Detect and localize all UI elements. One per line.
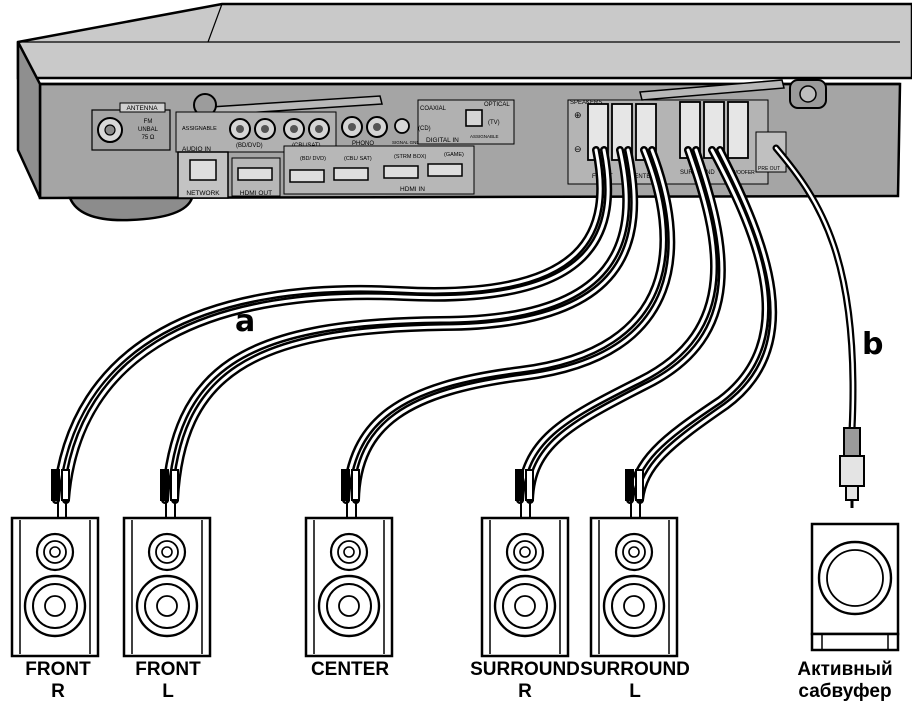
rca-jacks xyxy=(229,114,451,140)
svg-text:⊕: ⊕ xyxy=(574,110,582,120)
center-speaker xyxy=(304,516,394,658)
cable-tips xyxy=(51,469,644,518)
subwoofer xyxy=(810,522,900,652)
antenna-label: ANTENNA xyxy=(126,105,158,112)
front-l-caption-line1: FRONT xyxy=(135,659,201,680)
front-r-speaker xyxy=(10,516,100,658)
front-l-speaker xyxy=(122,516,212,658)
surround-l-caption: SURROUND L xyxy=(572,659,698,703)
cd-label: (CD) xyxy=(418,126,431,132)
speaker-terminals xyxy=(587,101,749,161)
subwoofer-caption-line1: Активный xyxy=(797,659,893,680)
subwoofer-caption: Активный сабвуфер xyxy=(780,659,910,703)
front-l-caption: FRONT L xyxy=(118,659,218,703)
speaker-cables xyxy=(52,144,857,504)
ohm-label: 75 Ω xyxy=(142,135,155,141)
digital-in-label: DIGITAL IN xyxy=(426,137,459,144)
assignable2-label: ASSIGNABLE xyxy=(470,134,499,139)
assignable-label: ASSIGNABLE xyxy=(182,126,217,132)
cable-b-label: b xyxy=(862,327,884,362)
phono-label: PHONO xyxy=(352,141,374,147)
fm-label: FM xyxy=(144,119,153,125)
av-receiver: ANTENNA FM UNBAL 75 Ω ASSIGNABLE AUDIO I… xyxy=(16,2,912,222)
signal-gnd-label: SIGNAL GND xyxy=(392,140,420,145)
audio-in-label: AUDIO IN xyxy=(182,146,211,153)
surround-r-caption-line2: R xyxy=(518,681,532,702)
front-r-caption-line1: FRONT xyxy=(25,659,91,680)
hdmi-in-label: HDMI IN xyxy=(400,186,425,193)
bd-dvd-label: (BD/DVD) xyxy=(236,143,263,149)
unbal-label: UNBAL xyxy=(138,127,159,133)
surround-l-caption-line2: L xyxy=(629,681,641,702)
pre-out-label: PRE OUT xyxy=(758,166,780,172)
subwoofer-caption-line2: сабвуфер xyxy=(798,681,892,702)
front-r-caption: FRONT R xyxy=(8,659,108,703)
surround-r-speaker xyxy=(480,516,570,658)
surround-r-caption-line1: SURROUND xyxy=(470,659,580,680)
front-r-caption-line2: R xyxy=(51,681,65,702)
center-term-label: CENTER xyxy=(630,174,655,180)
network-label: NETWORK xyxy=(186,190,220,197)
surround-l-caption-line1: SURROUND xyxy=(580,659,690,680)
optical-label: OPTICAL xyxy=(484,102,510,108)
rca-plug xyxy=(839,427,865,508)
subwoofer-term-label: SUBWOOFER xyxy=(722,170,755,176)
hdmi-in1-label: (BD/ DVD) xyxy=(300,156,326,162)
front-l-caption-line2: L xyxy=(162,681,174,702)
hdmi-in2-label: (CBL/ SAT) xyxy=(344,156,372,162)
center-caption: CENTER xyxy=(310,659,390,680)
svg-text:⊖: ⊖ xyxy=(574,144,582,154)
surround-l-speaker xyxy=(589,516,679,658)
hdmi-out-label: HDMI OUT xyxy=(240,190,272,197)
hdmi-in4-label: (GAME) xyxy=(444,152,464,158)
speakers-label: SPEAKERS xyxy=(570,100,602,106)
hdmi-in3-label: (STRM BOX) xyxy=(394,154,427,160)
coaxial-label: COAXIAL xyxy=(420,106,447,112)
surround-r-caption: SURROUND R xyxy=(462,659,588,703)
tv-label: (TV) xyxy=(488,120,500,126)
cable-a-label: a xyxy=(235,304,256,339)
